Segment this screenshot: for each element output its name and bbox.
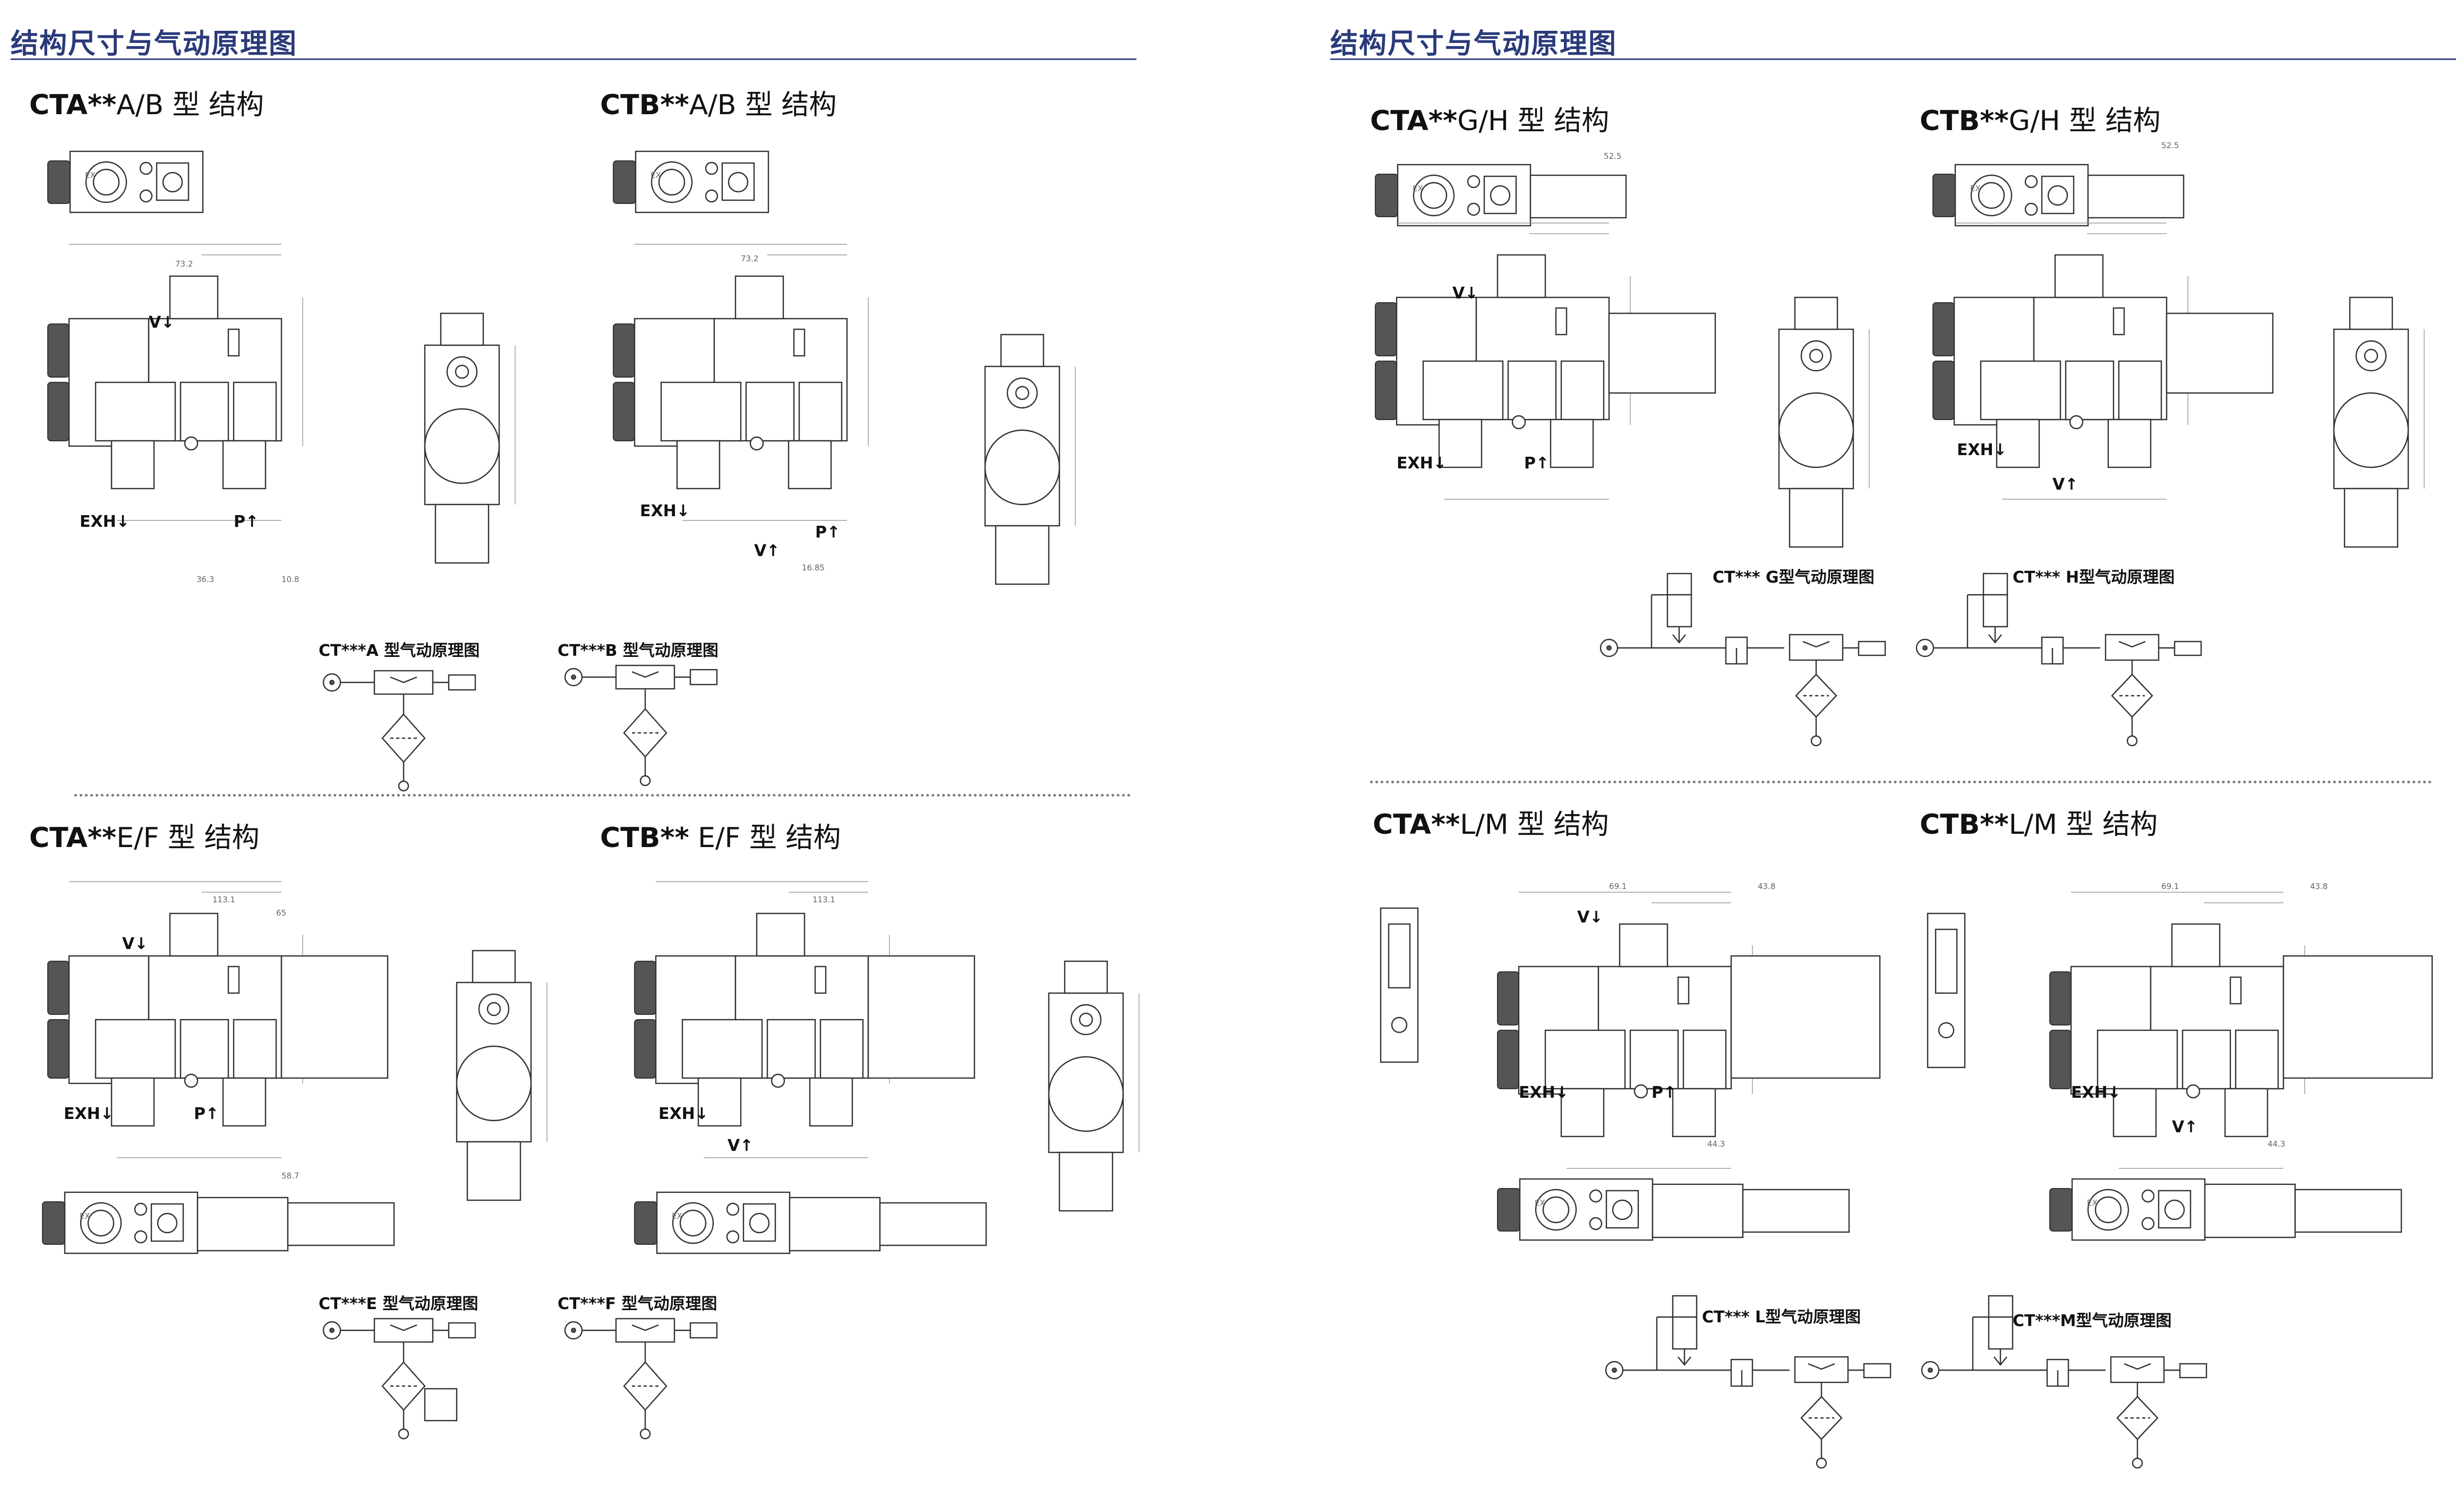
cta-ef-side-view xyxy=(47,881,389,1159)
dim-label: 52.5 xyxy=(2161,141,2179,150)
ctb-ef-bottom-view xyxy=(634,1191,987,1254)
ctb-lm-left-view xyxy=(1927,912,1966,1069)
schematic-e xyxy=(322,1318,476,1440)
schematic-b xyxy=(564,664,718,787)
title-ctb-lm: CTB**L/M 型 结构 xyxy=(1920,809,2158,841)
ctb-ef-exh-label: EXH↓ xyxy=(658,1105,708,1123)
cta-ab-top-view xyxy=(47,150,204,213)
caption-g: CT*** G型气动原理图 xyxy=(1713,568,1875,587)
cta-gh-p-label: P↑ xyxy=(1524,454,1550,473)
ctb-gh-v-label: V↑ xyxy=(2052,475,2078,494)
ctb-ef-v-label: V↑ xyxy=(728,1136,754,1155)
dim-label: 113.1 xyxy=(212,895,235,904)
right-page-title: 结构尺寸与气动原理图 xyxy=(1330,28,1618,60)
dim-label: 43.8 xyxy=(1758,882,1776,891)
dim-label: 69.1 xyxy=(2161,882,2179,891)
cta-gh-side-view xyxy=(1374,222,1716,500)
ctb-ab-v-label: V↑ xyxy=(754,542,780,560)
caption-l: CT*** L型气动原理图 xyxy=(1702,1308,1861,1327)
ctb-ab-end-view xyxy=(984,334,1076,585)
title-ctb-gh: CTB**G/H 型 结构 xyxy=(1920,105,2161,137)
ctb-ab-side-view xyxy=(612,243,869,522)
cta-ab-exh-label: EXH↓ xyxy=(80,512,130,531)
ctb-ef-end-view xyxy=(1048,960,1140,1212)
ctb-gh-end-view xyxy=(2333,296,2425,548)
dim-label: 69.1 xyxy=(1609,882,1627,891)
caption-f: CT***F 型气动原理图 xyxy=(558,1295,717,1313)
cta-ef-bottom-view xyxy=(41,1191,395,1254)
schematic-h xyxy=(1915,572,2202,747)
cta-ef-v-label: V↓ xyxy=(122,935,148,953)
cta-ab-p-label: P↑ xyxy=(234,512,259,531)
ctb-gh-exh-label: EXH↓ xyxy=(1957,441,2007,459)
schematic-l xyxy=(1605,1295,1892,1469)
cta-gh-v-label: V↓ xyxy=(1452,284,1478,303)
ctb-lm-v-label: V↑ xyxy=(2172,1118,2198,1136)
caption-m: CT***M型气动原理图 xyxy=(2013,1312,2172,1330)
caption-h: CT*** H型气动原理图 xyxy=(2013,568,2175,587)
title-ctb-ef: CTB** E/F 型 结构 xyxy=(600,822,841,854)
cta-gh-exh-label: EXH↓ xyxy=(1397,454,1447,473)
right-section-divider xyxy=(1370,781,2432,783)
dim-label: 65 xyxy=(276,908,287,918)
left-title-rule xyxy=(11,58,1136,60)
ctb-ef-side-view xyxy=(634,881,976,1159)
schematic-g xyxy=(1599,572,1886,747)
cta-ef-exh-label: EXH↓ xyxy=(64,1105,114,1123)
cta-gh-end-view xyxy=(1778,296,1870,548)
title-cta-lm: CTA**L/M 型 结构 xyxy=(1373,809,1609,841)
title-cta-ef: CTA**E/F 型 结构 xyxy=(29,822,260,854)
title-ctb-ab: CTB**A/B 型 结构 xyxy=(600,89,837,121)
cta-ef-p-label: P↑ xyxy=(194,1105,219,1123)
schematic-m xyxy=(1921,1295,2208,1469)
dim-label: 73.2 xyxy=(175,259,193,269)
schematic-f xyxy=(564,1318,718,1440)
cta-ab-v-label: V↓ xyxy=(149,313,175,332)
dim-label: 36.3 xyxy=(196,575,215,584)
ctb-ab-p-label: P↑ xyxy=(815,523,841,542)
dim-label: 44.3 xyxy=(2268,1139,2286,1149)
dim-label: 10.8 xyxy=(281,575,300,584)
dim-label: 16.85 xyxy=(802,563,825,572)
cta-ef-end-view xyxy=(456,950,548,1201)
dim-label: 44.3 xyxy=(1707,1139,1725,1149)
dim-label: 43.8 xyxy=(2310,882,2328,891)
dim-label: 113.1 xyxy=(812,895,835,904)
ctb-lm-exh-label: EXH↓ xyxy=(2071,1083,2121,1102)
title-cta-ab: CTA**A/B 型 结构 xyxy=(29,89,264,121)
dim-label: 52.5 xyxy=(1604,151,1622,161)
caption-b: CT***B 型气动原理图 xyxy=(558,642,718,660)
dim-label: 58.7 xyxy=(281,1171,300,1181)
dim-label: 73.2 xyxy=(741,254,759,263)
ctb-gh-side-view xyxy=(1932,222,2274,500)
right-title-rule xyxy=(1330,58,2456,60)
ctb-lm-side-view xyxy=(2049,891,2433,1169)
cta-gh-top-view xyxy=(1374,164,1627,227)
ctb-lm-bottom-view xyxy=(2049,1178,2402,1241)
ctb-gh-top-view xyxy=(1932,164,2185,227)
left-section-divider xyxy=(74,794,1131,797)
cta-lm-v-label: V↓ xyxy=(1577,908,1603,927)
left-page-title: 结构尺寸与气动原理图 xyxy=(11,28,298,60)
schematic-a xyxy=(322,670,476,792)
cta-lm-exh-label: EXH↓ xyxy=(1519,1083,1569,1102)
cta-ab-side-view xyxy=(47,243,304,522)
ctb-ab-exh-label: EXH↓ xyxy=(640,502,690,520)
cta-lm-side-view xyxy=(1496,891,1881,1169)
cta-lm-left-view xyxy=(1380,907,1419,1063)
ctb-ab-top-view xyxy=(612,150,769,213)
cta-lm-bottom-view xyxy=(1496,1178,1850,1241)
title-cta-gh: CTA**G/H 型 结构 xyxy=(1370,105,1610,137)
caption-e: CT***E 型气动原理图 xyxy=(319,1295,478,1313)
caption-a: CT***A 型气动原理图 xyxy=(319,642,480,660)
cta-lm-p-label: P↑ xyxy=(1652,1083,1677,1102)
cta-ab-end-view xyxy=(424,312,516,564)
